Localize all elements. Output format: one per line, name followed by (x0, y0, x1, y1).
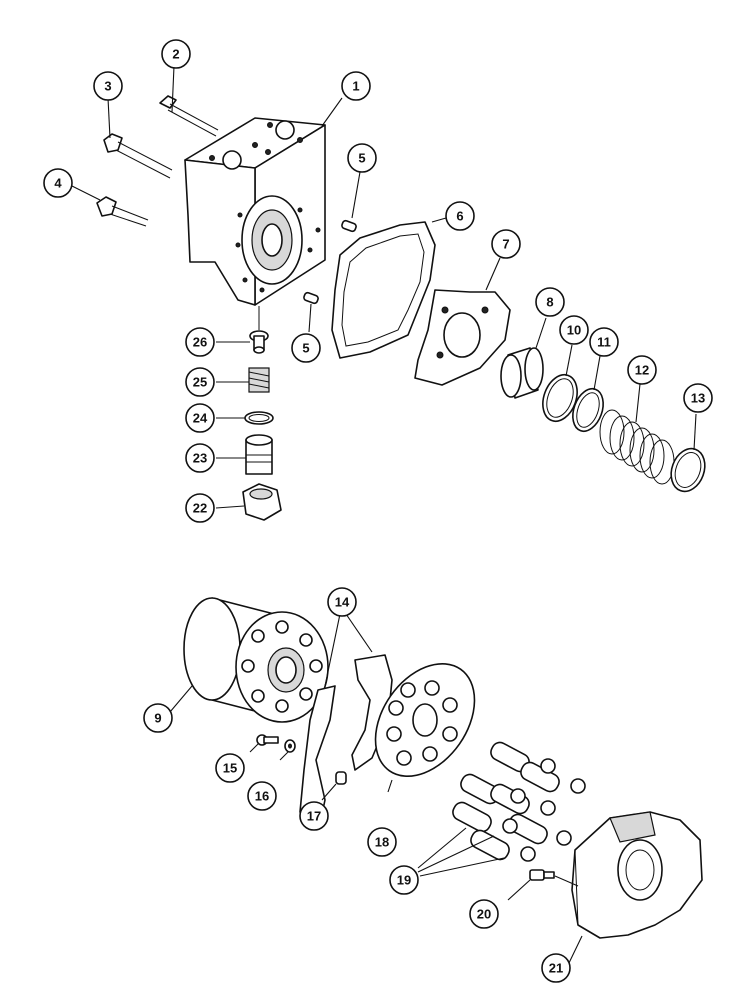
callout-5-lower: 5 (291, 333, 321, 363)
hex-plug (242, 483, 282, 521)
retainer-plate-back (324, 613, 393, 771)
o-ring (244, 411, 274, 425)
callout-7: 7 (491, 229, 521, 259)
relief-spring (248, 367, 270, 393)
callout-3: 3 (93, 71, 123, 101)
callout-15: 15 (215, 753, 245, 783)
svg-text:13: 13 (691, 391, 705, 406)
svg-text:14: 14 (335, 595, 350, 610)
washer (279, 739, 296, 761)
port-plate (414, 257, 511, 386)
dowel-pin-lower (303, 291, 319, 333)
callout-18: 18 (367, 827, 397, 857)
svg-text:22: 22 (193, 501, 207, 516)
poppet (249, 330, 269, 354)
callout-14: 14 (327, 587, 357, 617)
callout-4: 4 (43, 168, 73, 198)
screw (249, 734, 279, 753)
pin (321, 771, 347, 801)
svg-text:21: 21 (549, 961, 563, 976)
control-pin (507, 869, 555, 901)
callout-17: 17 (299, 801, 329, 831)
svg-text:17: 17 (307, 809, 321, 824)
svg-text:4: 4 (54, 176, 62, 191)
hex-bolt-upper (103, 97, 173, 179)
callout-12: 12 (627, 355, 657, 385)
callout-13: 13 (683, 383, 713, 413)
valve-seat (245, 434, 273, 475)
callout-10: 10 (559, 315, 589, 345)
svg-text:3: 3 (104, 79, 111, 94)
callout-25: 25 (185, 367, 215, 397)
callout-16: 16 (247, 781, 277, 811)
svg-text:6: 6 (456, 209, 463, 224)
bushing (500, 317, 547, 399)
leader-1 (321, 97, 343, 127)
svg-text:2: 2 (172, 47, 179, 62)
callout-1: 1 (341, 71, 371, 101)
svg-text:26: 26 (193, 335, 207, 350)
svg-text:15: 15 (223, 761, 237, 776)
spring (599, 383, 675, 485)
callout-19: 19 (389, 865, 419, 895)
svg-text:7: 7 (502, 237, 509, 252)
svg-text:5: 5 (302, 341, 309, 356)
callout-26: 26 (185, 327, 215, 357)
svg-text:11: 11 (597, 335, 611, 350)
svg-text:12: 12 (635, 363, 649, 378)
svg-text:20: 20 (477, 907, 491, 922)
svg-text:9: 9 (154, 711, 161, 726)
dowel-pin-upper (341, 171, 361, 233)
callout-20: 20 (469, 899, 499, 929)
leader-22 (215, 505, 245, 509)
callout-24: 24 (185, 403, 215, 433)
swashplate (554, 811, 703, 966)
callout-22: 22 (185, 493, 215, 523)
cylinder-block (169, 597, 329, 723)
svg-text:10: 10 (567, 323, 581, 338)
svg-text:19: 19 (397, 873, 411, 888)
ring-11 (572, 355, 604, 433)
svg-text:8: 8 (546, 295, 553, 310)
callout-2: 2 (161, 39, 191, 69)
hex-bolt-lower (71, 185, 149, 227)
callout-23: 23 (185, 443, 215, 473)
long-bolt (159, 65, 219, 137)
valve-housing (184, 117, 326, 306)
svg-text:5: 5 (358, 151, 365, 166)
callout-11: 11 (589, 327, 619, 357)
piston-set (417, 741, 586, 877)
callout-9: 9 (143, 703, 173, 733)
svg-text:18: 18 (375, 835, 389, 850)
callout-5-upper: 5 (347, 143, 377, 173)
ring-13 (670, 413, 706, 493)
callout-8: 8 (535, 287, 565, 317)
svg-text:25: 25 (193, 375, 207, 390)
svg-text:1: 1 (352, 79, 359, 94)
svg-text:16: 16 (255, 789, 269, 804)
callout-6: 6 (445, 201, 475, 231)
gasket (331, 217, 447, 359)
callout-21: 21 (541, 953, 571, 983)
shoe-retainer-plate (374, 662, 476, 793)
svg-text:24: 24 (193, 411, 208, 426)
svg-text:23: 23 (193, 451, 207, 466)
